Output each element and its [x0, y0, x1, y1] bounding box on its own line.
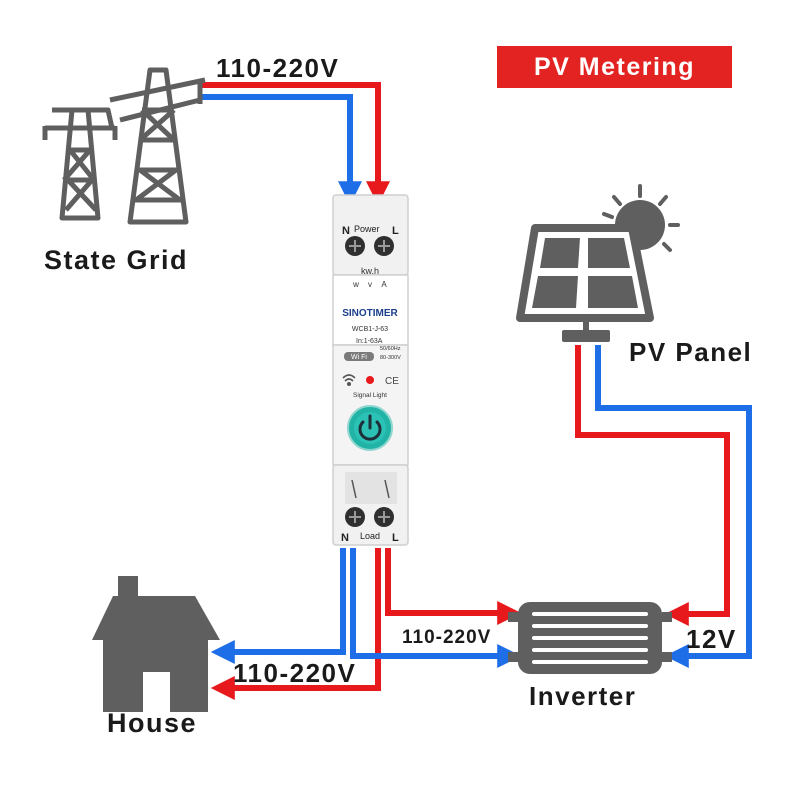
top-terminal-screw-l [374, 236, 394, 256]
dc-voltage-label: 12V [686, 624, 737, 654]
transmission-tower-icon [42, 67, 206, 225]
house-live-wire [210, 548, 381, 700]
breaker-unit-a: A [381, 280, 387, 289]
pv-metering-banner: PV Metering [497, 46, 732, 88]
inverter-live-wire [385, 548, 522, 625]
breaker-brand: SINOTIMER [342, 308, 398, 319]
grid-wires [200, 82, 390, 206]
pv-dc-wires [575, 345, 752, 668]
pv-positive-wire [575, 345, 730, 626]
grid-live-wire [200, 82, 390, 206]
house-icon [92, 576, 220, 712]
house-wires [210, 548, 381, 700]
house-label: House [107, 708, 198, 738]
breaker-kwh: kw.h [361, 266, 379, 276]
smart-breaker: N Power L kw.h w v A SINOTIMER WCB1-J-63… [332, 194, 409, 546]
breaker-top-power: Power [354, 224, 380, 234]
breaker-signal-light: Signal Light [353, 392, 387, 399]
house-voltage-label: 110-220V [233, 658, 357, 688]
inverter-voltage-label: 110-220V [402, 627, 492, 648]
breaker-model: WCB1-J-63 [352, 326, 388, 333]
pv-panel-label: PV Panel [629, 337, 753, 367]
pv-negative-wire [595, 345, 752, 668]
inverter-neutral-wire [350, 548, 522, 668]
breaker-current: In:1-63A [356, 338, 383, 345]
wifi-signal-icon [342, 374, 356, 386]
breaker-bottom-l: L [392, 532, 399, 544]
breaker-bottom-n: N [341, 532, 349, 544]
house-neutral-wire [210, 548, 346, 664]
breaker-wifi: Wi Fi [351, 354, 367, 361]
bottom-terminal-screw-l [374, 507, 394, 527]
grid-voltage-label: 110-220V [216, 53, 340, 83]
breaker-unit-w: w [352, 280, 359, 289]
breaker-unit-v: v [368, 280, 372, 289]
wifi-badge [344, 352, 374, 361]
breaker-freq: 50/60Hz [380, 346, 401, 352]
bottom-terminal-screw-n [345, 507, 365, 527]
inverter-ac-wires [350, 548, 522, 668]
grid-neutral-wire [200, 94, 362, 206]
breaker-top-n: N [342, 225, 350, 237]
inverter-icon [508, 602, 672, 674]
breaker-bottom-load: Load [360, 531, 380, 541]
power-button[interactable] [347, 405, 393, 451]
inverter-label: Inverter [529, 681, 637, 711]
breaker-voltage: 80-300V [380, 355, 401, 361]
state-grid-label: State Grid [44, 245, 189, 275]
top-terminal-screw-n [345, 236, 365, 256]
power-icon [358, 420, 382, 441]
solar-panel-icon [516, 184, 680, 342]
signal-light-led [366, 376, 374, 384]
breaker-top-l: L [392, 225, 399, 237]
breaker-ce: CE [385, 376, 399, 387]
